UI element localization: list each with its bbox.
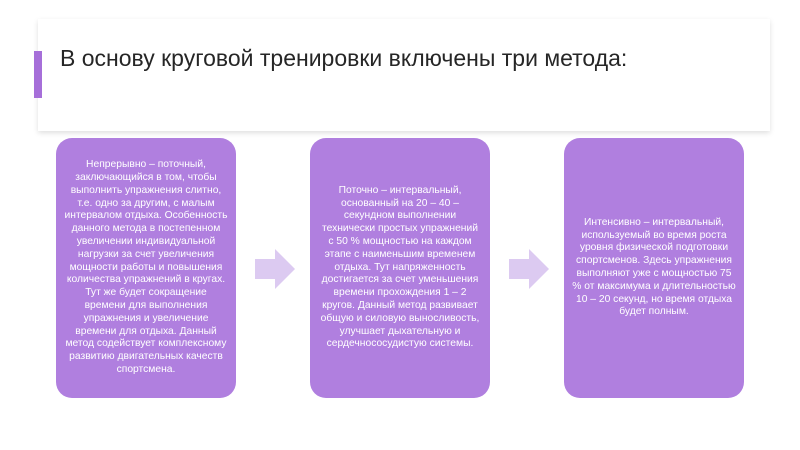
method-card-text: Непрерывно – поточный, заключающийся в т… [64, 159, 228, 375]
title-accent-bar [34, 51, 42, 98]
method-card-continuous-flow: Непрерывно – поточный, заключающийся в т… [56, 138, 236, 398]
method-card-intensive-interval: Интенсивно – интервальный, используемый … [564, 138, 744, 398]
method-card-flow-interval: Поточно – интервальный, основанный на 20… [310, 138, 490, 398]
right-arrow-icon [509, 249, 549, 289]
slide-title: В основу круговой тренировки включены тр… [60, 45, 628, 71]
method-card-text: Поточно – интервальный, основанный на 20… [320, 184, 480, 350]
title-panel [38, 19, 770, 131]
right-arrow-icon [255, 249, 295, 289]
method-card-text: Интенсивно – интервальный, используемый … [572, 216, 736, 318]
